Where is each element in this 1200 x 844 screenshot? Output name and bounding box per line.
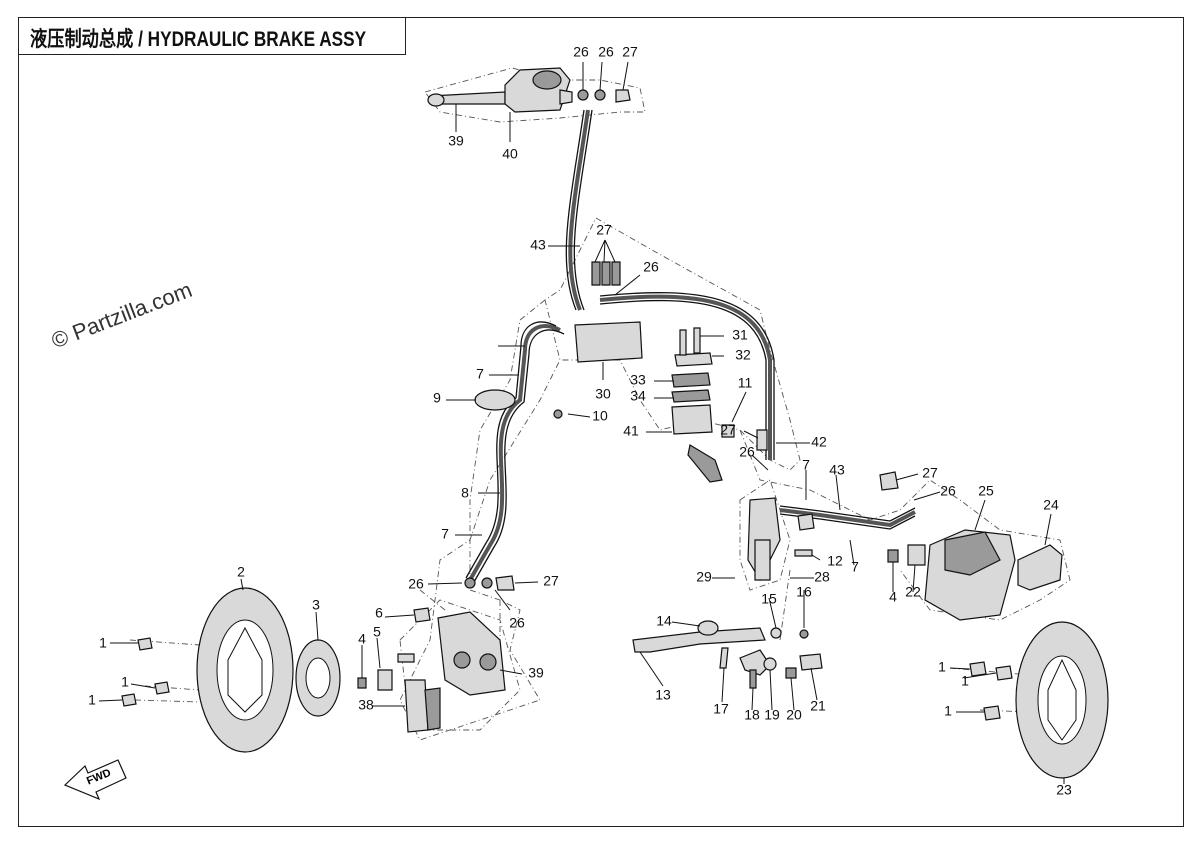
callout-label: 33 [630,372,646,388]
callout-label: 17 [713,701,729,717]
callout-label: 38 [358,697,374,713]
callout-label: 11 [738,375,753,391]
callout-label: 7 [441,526,449,542]
callout-label: 26 [940,483,956,499]
rear-caliper [879,471,1063,621]
callout-label: 31 [732,327,748,343]
rear-brake-disc [1015,621,1109,779]
brake-hoses [464,109,916,591]
callout-label: 25 [978,483,994,499]
title-box [18,17,406,55]
callout-label: 6 [375,605,383,621]
callout-label: 1 [88,692,96,708]
fwd-arrow-icon [63,759,127,801]
callout-label: 2 [237,564,245,580]
callout-label: 28 [814,569,830,585]
callout-label: 1 [944,703,952,719]
bolts [121,409,1013,721]
callout-label: 40 [502,146,518,162]
front-brake-disc [196,587,341,753]
callout-label: 14 [656,613,672,629]
callout-label: 5 [373,624,381,640]
pedal-assy [632,497,823,689]
callout-label: 32 [735,347,751,363]
callout-label: 7 [851,559,859,575]
callout-label: 26 [739,444,755,460]
page-title: 液压制动总成 / HYDRAULIC BRAKE ASSY [30,28,367,51]
callout-label: 26 [408,576,424,592]
callout-label: 26 [573,44,589,60]
callout-label: 39 [528,665,544,681]
callout-label: 30 [595,386,611,402]
distribution-block [574,261,768,483]
callout-label: 23 [1056,782,1072,798]
callout-label: 4 [889,589,897,605]
callout-label: 1 [938,659,946,675]
callout-label: 1 [121,674,129,690]
callout-label: 15 [761,591,777,607]
leader-lines [98,61,1065,784]
callout-label: 1 [961,673,969,689]
callout-label: 24 [1043,497,1059,513]
callout-label: 20 [786,707,802,723]
callout-label: 7 [476,366,484,382]
callouts: 26 26 27 39 40 43 27 26 7 9 10 30 31 32 … [88,44,1072,798]
callout-label: 27 [720,422,736,438]
callout-label: 27 [596,222,612,238]
callout-label: 8 [461,485,469,501]
callout-label: 18 [744,707,760,723]
callout-label: 27 [922,465,938,481]
callout-label: 27 [622,44,638,60]
callout-label: 16 [796,584,812,600]
front-caliper [357,611,506,733]
callout-label: 26 [598,44,614,60]
callout-label: 26 [643,259,659,275]
callout-label: 1 [99,635,107,651]
callout-label: 42 [811,434,827,450]
callout-label: 3 [312,597,320,613]
master-cylinder-assy [427,67,631,113]
callout-label: 12 [827,553,843,569]
callout-label: 13 [655,687,671,703]
callout-label: 4 [358,631,366,647]
callout-label: 9 [433,390,441,406]
callout-label: 43 [829,462,845,478]
callout-label: 21 [810,698,826,714]
callout-label: 7 [802,457,810,473]
callout-label: 27 [543,573,559,589]
callout-label: 19 [764,707,780,723]
callout-label: 22 [905,584,921,600]
callout-label: 34 [630,388,646,404]
callout-label: 26 [509,615,525,631]
callout-label: 10 [592,408,608,424]
callout-label: 39 [448,133,464,149]
callout-label: 43 [530,237,546,253]
callout-label: 41 [623,423,639,439]
callout-label: 29 [696,569,712,585]
drawing-frame [18,17,1184,827]
assembly-outlines [129,67,1071,741]
